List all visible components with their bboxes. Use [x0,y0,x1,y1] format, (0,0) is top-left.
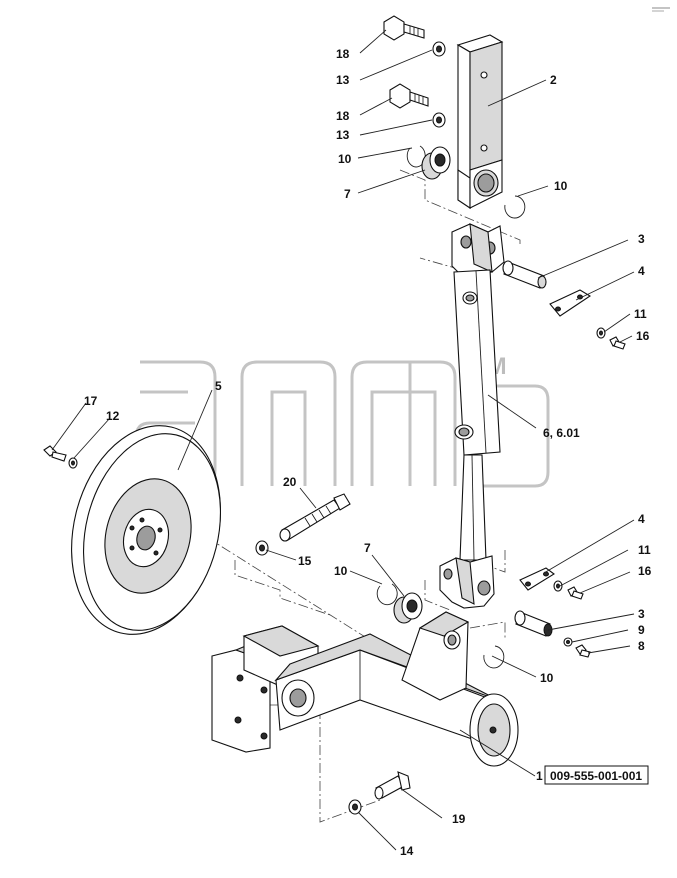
upper-plate-4 [549,289,592,317]
callout-10: 10 [338,152,352,166]
part-number-box: 009-555-001-001 [544,765,649,785]
callout-18: 18 [336,109,350,123]
callout-17: 17 [84,394,98,408]
disc-5 [71,425,222,635]
callout-19: 19 [452,812,466,826]
upper-bolt-18 [383,15,425,41]
lower-washer-9 [563,637,573,647]
callout-13: 13 [336,128,350,142]
callout-10: 10 [334,564,348,578]
callout-12: 12 [106,409,120,423]
callout-labels: 18 13 18 13 10 7 2 10 3 4 11 16 5 17 12 … [84,47,652,858]
lower-washer-13 [432,112,446,128]
callout-14: 14 [400,844,414,858]
callout-3: 3 [638,607,645,621]
upper-square-tube [456,34,504,210]
lower-plate-4 [519,567,555,591]
callout-2: 2 [550,73,557,87]
callout-15: 15 [298,554,312,568]
part-number-text: 009-555-001-001 [550,769,642,783]
callout-20: 20 [283,475,297,489]
disc-bolt-17 [43,445,67,462]
callout-6: 6, 6.01 [543,426,580,440]
upper-washer-13 [432,41,446,57]
upper-washer-11 [596,327,606,339]
callout-16: 16 [636,329,650,343]
callout-5: 5 [215,379,222,393]
callout-11: 11 [638,543,651,557]
upper-pin-3 [502,260,547,289]
callout-13: 13 [336,73,350,87]
leader-lines [51,29,635,851]
callout-4: 4 [638,264,645,278]
bottom-bolt-19 [374,771,411,800]
axle-washer-15 [255,540,269,556]
upper-circlip-10 [406,145,426,168]
callout-8: 8 [638,639,645,653]
lower-pin-3 [514,610,553,637]
main-frame-1 [211,611,519,767]
right-circlip-10 [504,195,526,219]
lower-bolt-18 [389,83,429,109]
upper-screw-16 [609,336,626,350]
callout-10: 10 [540,671,554,685]
callout-4: 4 [638,512,645,526]
callout-7: 7 [364,541,371,555]
disc-washer-12 [68,457,78,469]
vertical-arm [439,223,505,609]
callout-9: 9 [638,623,645,637]
upper-bearing-7 [421,146,451,180]
lower-bearing-7 [393,592,423,624]
lower-right-circlip-10 [483,645,505,669]
callout-7: 7 [344,187,351,201]
callout-16: 16 [638,564,652,578]
callout-11: 11 [634,307,647,321]
grease-nipple-8 [575,644,591,658]
axle-bolt-20 [279,493,351,542]
callout-10: 10 [554,179,568,193]
lower-washer-11 [553,580,563,592]
corner-mark [652,7,670,12]
callout-3: 3 [638,232,645,246]
callout-18: 18 [336,47,350,61]
lower-circlip-10 [376,583,398,606]
callout-1: 1 [536,769,543,783]
bottom-washer-14 [348,799,362,815]
